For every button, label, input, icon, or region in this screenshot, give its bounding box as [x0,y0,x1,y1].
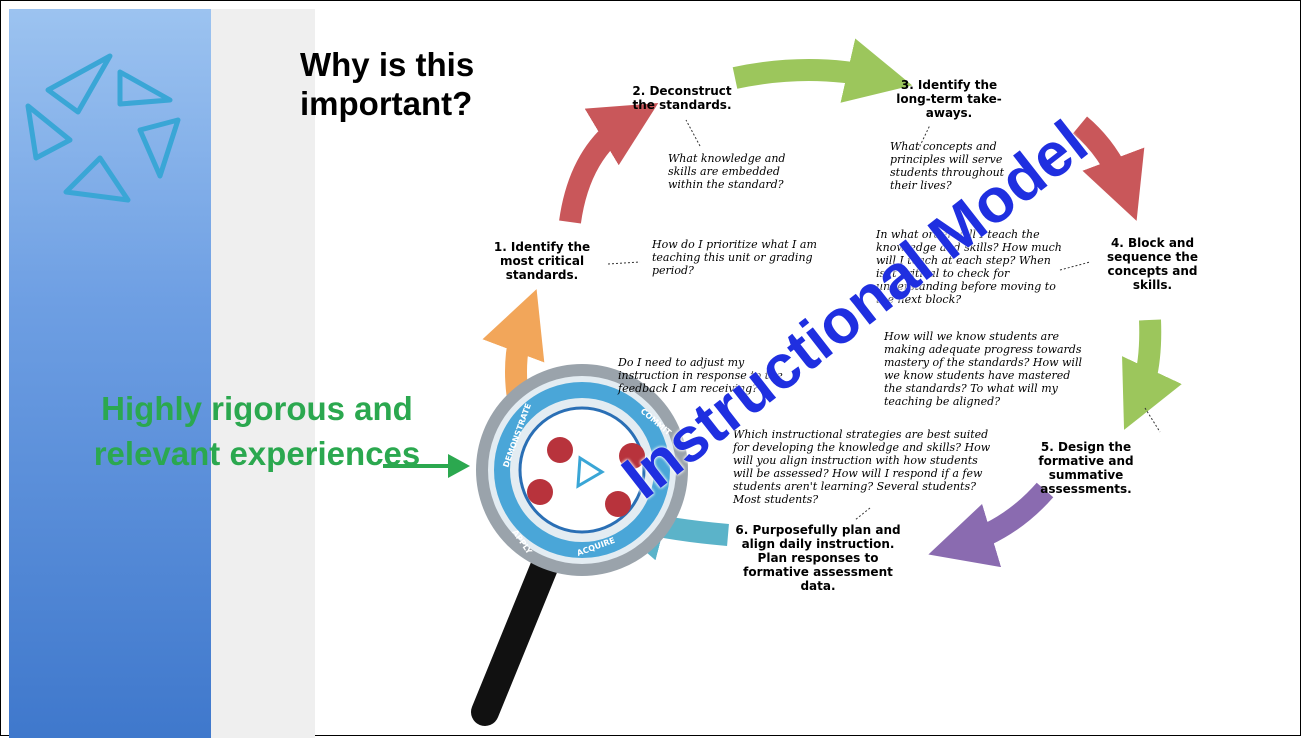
page-title: Why is this important? [300,46,475,122]
center-question: Do I need to adjust my instruction in re… [618,356,783,395]
step-6-label: 6. Purposefully plan and align daily ins… [735,523,901,593]
step-2-question: What knowledge and skills are embedded w… [668,152,786,191]
sidebar-band [9,9,211,738]
step-6-question: Which instructional strategies are best … [733,428,991,506]
step-5-question: How will we know students are making ade… [884,330,1082,408]
logo-triangles-icon [25,53,181,203]
arrow-4-to-5 [1122,319,1182,430]
arrow-3-to-4 [1072,116,1145,221]
step-1-label: 1. Identify the most critical standards. [493,240,591,282]
step-3-label: 3. Identify the long-term take-aways. [896,78,1002,120]
step-2-label: 2. Deconstruct the standards. [632,84,732,112]
arrow-5-to-6 [928,482,1054,568]
step-4-label: 4. Block and sequence the concepts and s… [1107,236,1198,292]
step-1-question: How do I prioritize what I am teaching t… [652,238,817,277]
step-4-question: In what order will I teach the knowledge… [876,228,1062,306]
arrow-2-to-3 [732,38,913,103]
arrow-1-to-2 [559,103,659,224]
callout-text: Highly rigorous and relevant experiences [93,390,421,472]
step-3-question: What concepts and principles will serve … [890,140,1005,192]
magnifier-icon [471,364,688,726]
gutter-band [211,9,315,738]
step-5-label: 5. Design the formative and summative as… [1038,440,1134,496]
callout-arrow-head-icon [448,454,470,478]
